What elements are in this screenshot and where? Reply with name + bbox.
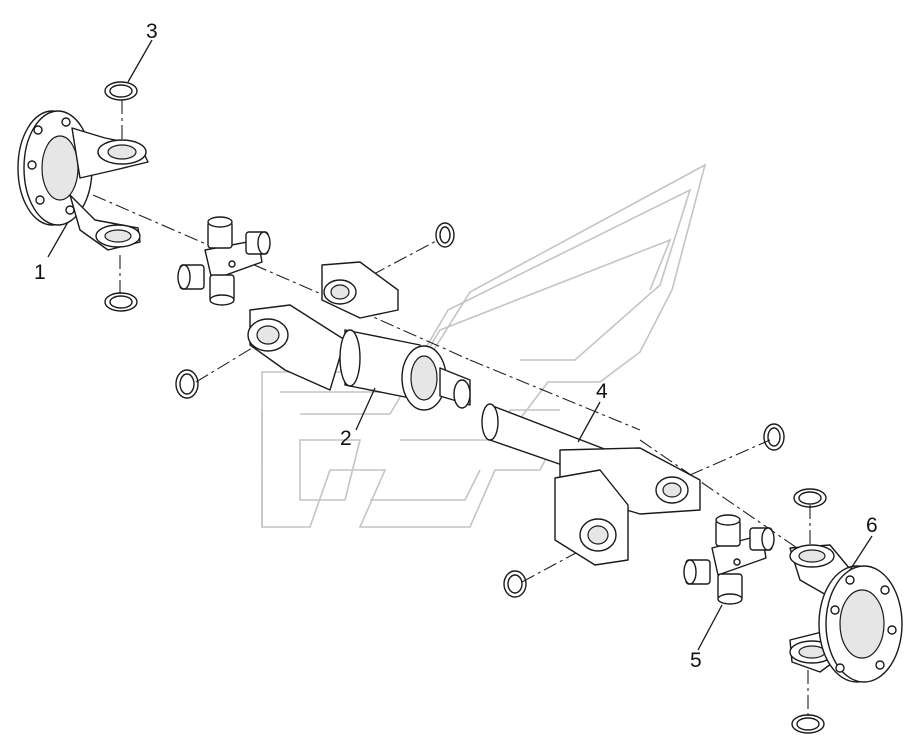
callout-6: 6 bbox=[866, 514, 878, 537]
snap-ring-right-lower bbox=[503, 570, 527, 598]
callout-2: 2 bbox=[340, 427, 352, 450]
snap-ring-top-right bbox=[793, 488, 827, 508]
snap-ring-bottom-left bbox=[104, 292, 138, 312]
universal-joint-cross-right bbox=[683, 514, 775, 605]
snap-ring-top-left bbox=[104, 81, 138, 101]
snap-ring-right-upper bbox=[763, 423, 785, 451]
assembly-axes bbox=[69, 100, 881, 718]
shaft-yoke bbox=[481, 403, 701, 566]
callout-4: 4 bbox=[596, 380, 608, 403]
leader-lines bbox=[47, 39, 873, 651]
flange-yoke-left bbox=[17, 110, 149, 251]
slip-yoke-sleeve bbox=[247, 261, 471, 411]
snap-ring-mid-lower bbox=[175, 369, 199, 399]
snap-ring-mid-upper bbox=[435, 222, 455, 248]
snap-ring-bottom-right bbox=[791, 714, 825, 734]
flange-yoke-right bbox=[789, 544, 903, 683]
callout-1: 1 bbox=[34, 261, 46, 284]
universal-joint-cross-left bbox=[177, 216, 271, 306]
callout-labels: 1 3 2 4 5 6 bbox=[34, 20, 878, 672]
callout-5: 5 bbox=[690, 649, 702, 672]
callout-3: 3 bbox=[146, 20, 158, 43]
